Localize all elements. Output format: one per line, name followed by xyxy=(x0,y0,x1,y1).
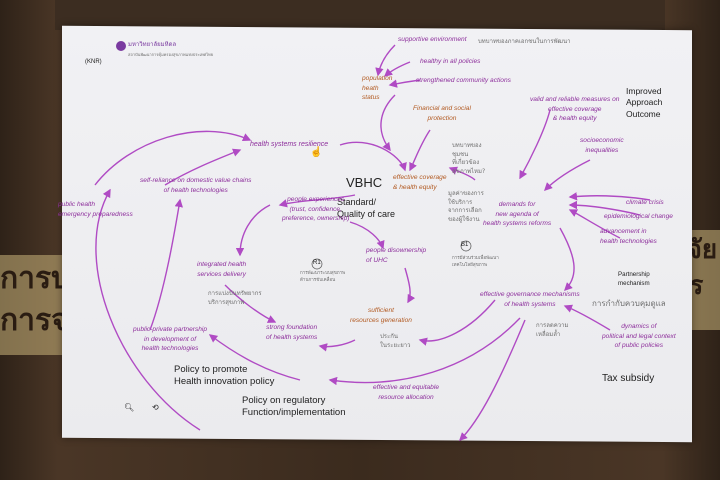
node-financial-protection: Financial and social protection xyxy=(413,105,471,122)
thai-note-b1: การมีส่วนร่วมเพื่อพัฒนา เทคโนโลยีสุขภาพ xyxy=(452,256,499,268)
thai-note-resource-sharing: การแบ่งปันทรัพยากร บริการสุขภาพ xyxy=(208,290,262,306)
quality-of-care-label: Standard/ Quality of care xyxy=(337,197,396,219)
node-socioeconomic-inequalities: socioeconomic inequalities xyxy=(580,137,624,154)
node-demands-reform: demands for new agenda of health systems… xyxy=(483,201,552,228)
thai-note-longterm: ประกัน ในระยะยาว xyxy=(380,333,411,349)
loop-r1-label: R1 xyxy=(313,260,321,266)
policy-regulatory-label: Policy on regulatory Function/implementa… xyxy=(242,395,346,418)
seal-icon xyxy=(116,41,126,51)
node-advancement-health-tech: advancement in health technologies xyxy=(600,228,657,245)
logo-abbrev: (KNR) xyxy=(85,59,102,65)
arrow xyxy=(95,188,201,431)
arrow xyxy=(404,267,416,304)
arrow xyxy=(224,284,277,323)
thai-note-community: บทบาทของ ชุมชน ที่เกี่ยวข้อง สุขภาพไหม? xyxy=(452,142,486,176)
arrow xyxy=(383,61,411,77)
hand-cursor-icon: ☝ xyxy=(310,147,323,158)
arrow xyxy=(388,79,421,88)
arrow xyxy=(563,304,611,331)
arrow xyxy=(339,141,407,172)
policy-promote-label: Policy to promote Health innovation poli… xyxy=(174,364,275,387)
org-subtitle: สถาบันพัฒนาการคุ้มครองสุขภาพแห่งประเทศไท… xyxy=(128,52,214,57)
arrow xyxy=(568,200,641,216)
node-governance-mechanisms: effective governance mechanisms of healt… xyxy=(480,291,580,308)
node-public-private-partnership: public-private partnership in developmen… xyxy=(133,326,208,353)
thai-note-r1: การพัฒนาระบบสุขภาพ ด้านการขับเคลื่อน xyxy=(300,271,346,283)
node-strengthened-actions: strengthened community actions xyxy=(416,77,511,84)
arrow xyxy=(568,192,651,201)
thai-note-inequality: การลดความ เหลื่อมล้ำ xyxy=(536,322,569,338)
loop-b1-label: B1 xyxy=(461,242,469,248)
node-people-experiences: people experiences (trust, confidence, p… xyxy=(282,196,350,223)
partnership-mechanism-label: Partnership mechanism xyxy=(618,271,650,287)
node-epidemiological-change: epidemiological change xyxy=(604,213,673,220)
improved-approach-outcome: Improved Approach Outcome xyxy=(626,86,663,119)
banner-left xyxy=(0,255,70,355)
node-effective-equitable-allocation: effective and equitable resource allocat… xyxy=(373,384,439,401)
node-climate-crisis: climate crisis xyxy=(626,199,664,206)
node-sufficient-resources: sufficient resources generation xyxy=(350,307,412,324)
arrow xyxy=(149,198,183,331)
arrow xyxy=(349,221,385,250)
arrow xyxy=(318,339,356,352)
loop-b1-symbol xyxy=(460,240,472,252)
node-strong-foundation: strong foundation of health systems xyxy=(266,324,318,341)
node-valid-measures: valid and reliable measures on effective… xyxy=(530,96,620,123)
arrow xyxy=(208,334,301,381)
arrow xyxy=(328,317,521,386)
arrow xyxy=(418,299,496,346)
vbhc-title: VBHC xyxy=(346,175,383,190)
arrow xyxy=(94,130,252,186)
arrow xyxy=(235,204,271,257)
loop-r1-symbol xyxy=(311,258,323,270)
arrow xyxy=(544,159,591,191)
top-thai-note: บทบาทของภาคเอกชนในการพัฒนา xyxy=(478,38,571,45)
arrow xyxy=(380,94,396,152)
arrow xyxy=(568,209,621,239)
arrow xyxy=(278,194,356,208)
node-self-reliance: self-reliance on domestic value chains o… xyxy=(140,177,252,194)
arrow xyxy=(409,129,431,172)
tax-subsidy-label: Tax subsidy xyxy=(602,373,655,384)
banner-left-text: การบ การจ xyxy=(0,261,71,338)
ceiling-shadow xyxy=(55,0,665,30)
node-dynamics-political-context: dynamics of political and legal context … xyxy=(602,323,676,350)
arrow xyxy=(459,319,526,441)
node-integrated-services: integrated health services delivery xyxy=(197,261,247,278)
node-effective-coverage: effective coverage & health equity xyxy=(393,174,447,191)
arrow xyxy=(519,109,551,180)
arrow xyxy=(559,227,575,291)
rotate-icon[interactable]: ⟲ xyxy=(152,403,159,412)
node-public-health-preparedness: public health emergency preparedness xyxy=(58,201,133,218)
thai-note-regulation: การกำกับควบคุมดูแล xyxy=(592,299,666,308)
arrow xyxy=(448,166,476,181)
node-supportive-environment: supportive environment xyxy=(398,36,467,43)
node-people-disownership: people disownership of UHC xyxy=(366,247,427,264)
node-population-health: population heath status xyxy=(362,75,393,102)
search-icon[interactable]: 🔍︎ xyxy=(124,403,135,412)
arrow xyxy=(375,44,396,77)
arrow xyxy=(164,148,242,186)
thai-note-value: มูลค่าของการ ใช้บริการ จากการเลือก ของผู… xyxy=(448,190,484,224)
node-healthy-policies: healthy in all policies xyxy=(420,58,481,65)
node-health-systems-resilience: health systems resilience xyxy=(250,141,329,148)
org-name: มหาวิทยาลัยมหิดล xyxy=(128,41,177,48)
